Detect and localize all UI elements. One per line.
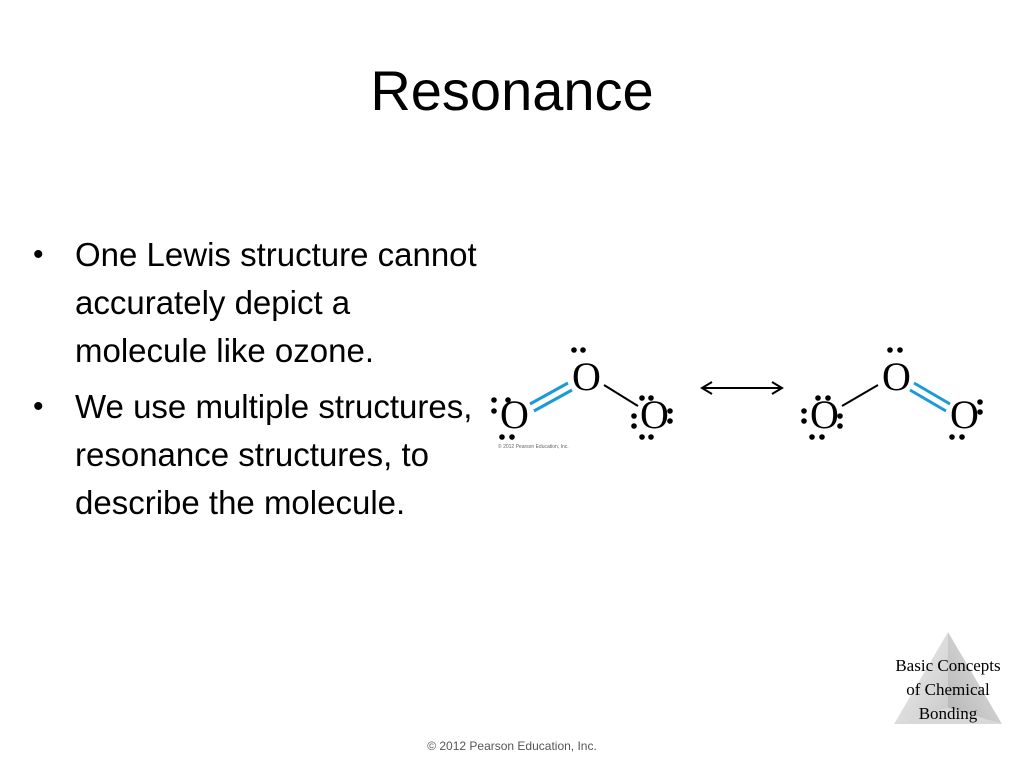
diagram-credit: © 2012 Pearson Education, Inc. (498, 443, 569, 450)
footer-copyright: © 2012 Pearson Education, Inc. (427, 739, 597, 753)
bullet-item: • We use multiple structures, resonance … (28, 383, 478, 527)
pyramid-logo-icon (894, 632, 1002, 724)
bullet-marker: • (33, 238, 44, 271)
double-bond-line (533, 388, 573, 413)
oxygen-atom: O (572, 354, 601, 399)
chapter-name-line: Bonding (918, 704, 978, 723)
double-bond-line (913, 381, 951, 406)
chapter-name-line: of Chemical (906, 680, 990, 699)
resonance-structure-right: O O O (801, 347, 983, 440)
double-bond-line (909, 388, 947, 413)
ozone-resonance-diagram: O O O © 2012 Pearson Education, Inc. O O (491, 347, 983, 450)
oxygen-atom: O (640, 392, 669, 437)
resonance-structure-left: O O O © 2012 Pearson Education, Inc. (491, 347, 673, 450)
bullet-text: We use multiple structures, resonance st… (75, 388, 473, 521)
oxygen-atom: O (950, 392, 979, 437)
bullet-item: • One Lewis structure cannot accurately … (28, 231, 478, 375)
chapter-name: Basic Concepts of Chemical Bonding (880, 654, 1016, 726)
single-bond-line (603, 384, 639, 407)
oxygen-atom: O (500, 392, 529, 437)
chapter-name-line: Basic Concepts (895, 656, 1001, 675)
lone-pair-dots (801, 347, 983, 440)
bullet-text: One Lewis structure cannot accurately de… (75, 236, 477, 369)
oxygen-atom: O (810, 392, 839, 437)
single-bond-line (841, 384, 879, 407)
oxygen-atom: O (882, 354, 911, 399)
chapter-badge: Basic Concepts of Chemical Bonding (880, 628, 1016, 728)
slide-title: Resonance (370, 59, 654, 122)
resonance-arrow-icon (700, 381, 784, 395)
lone-pair-dots (491, 347, 673, 440)
double-bond-line (529, 381, 569, 406)
bullet-list: • One Lewis structure cannot accurately … (28, 231, 478, 535)
bullet-marker: • (33, 390, 44, 423)
